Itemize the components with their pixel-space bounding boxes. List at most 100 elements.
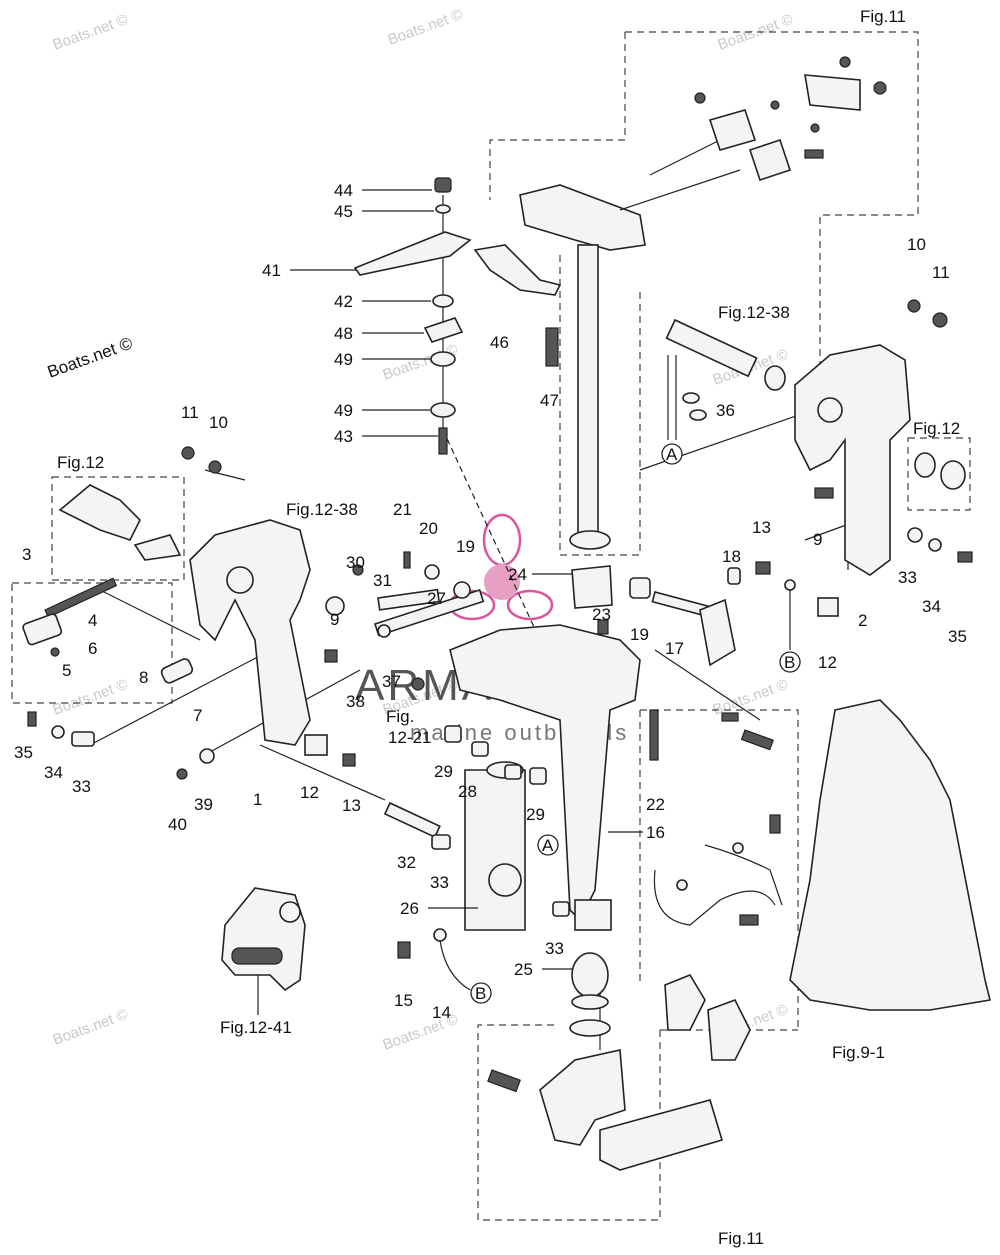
bushing-icon bbox=[552, 901, 570, 917]
bushing-icon bbox=[629, 577, 651, 599]
logo-hub-icon bbox=[484, 564, 520, 600]
clip-icon bbox=[597, 619, 609, 635]
part-number: 11 bbox=[181, 403, 199, 422]
bolt-icon bbox=[739, 914, 759, 926]
part-number: 24 bbox=[508, 565, 527, 584]
part-number: 44 bbox=[334, 181, 353, 200]
washer-icon bbox=[432, 294, 454, 308]
washer-icon bbox=[928, 538, 942, 552]
logo-petal-icon bbox=[506, 589, 554, 621]
steering-arm bbox=[519, 184, 646, 251]
stud-icon bbox=[438, 427, 448, 455]
fig-ref: Fig.12-38 bbox=[718, 303, 790, 322]
part-number: 33 bbox=[898, 568, 917, 587]
washer-icon bbox=[907, 299, 921, 313]
rod-end bbox=[708, 109, 757, 151]
steering-arm-assembly bbox=[519, 56, 887, 546]
part-number: 19 bbox=[456, 537, 475, 556]
washer-icon bbox=[569, 1019, 611, 1037]
rubber-mount bbox=[707, 999, 751, 1061]
bolt-icon bbox=[814, 487, 834, 499]
part-number: 11 bbox=[932, 263, 950, 282]
part-number: 23 bbox=[592, 605, 611, 624]
left-clamp-bracket bbox=[22, 446, 356, 780]
screw-icon bbox=[50, 647, 60, 657]
swivel-bracket-assembly bbox=[352, 530, 741, 1037]
washer-icon bbox=[325, 596, 345, 616]
part-number: 49 bbox=[334, 401, 353, 420]
marker-b: B bbox=[784, 653, 795, 672]
watermark: Boats.net © bbox=[51, 676, 131, 719]
swivel-bracket bbox=[449, 624, 641, 922]
part-number: 45 bbox=[334, 202, 353, 221]
washer-icon bbox=[571, 994, 609, 1010]
part-number: 34 bbox=[922, 597, 941, 616]
part-number: 43 bbox=[334, 427, 353, 446]
marker-a: A bbox=[542, 836, 554, 855]
terminal-icon bbox=[433, 928, 447, 942]
part-number: 33 bbox=[430, 873, 449, 892]
bolt-icon bbox=[411, 677, 425, 691]
part-number: 33 bbox=[545, 939, 564, 958]
part-number: 28 bbox=[458, 782, 477, 801]
leader bbox=[259, 744, 386, 801]
part-number: 29 bbox=[526, 805, 545, 824]
fig-ref: Fig.12-41 bbox=[220, 1018, 292, 1037]
pin-icon bbox=[403, 551, 411, 569]
clip-icon bbox=[689, 409, 707, 421]
fig11-top-frame-left bbox=[489, 32, 626, 200]
bolt-icon bbox=[545, 327, 559, 367]
bolt-icon bbox=[324, 649, 338, 663]
bushing-icon bbox=[71, 731, 95, 747]
fig-ref: Fig.12-38 bbox=[286, 500, 358, 519]
washer-icon bbox=[51, 725, 65, 739]
part-number: 10 bbox=[209, 413, 228, 432]
plate-icon bbox=[423, 317, 464, 343]
ground-lead bbox=[439, 939, 471, 991]
bolt-icon bbox=[755, 561, 771, 575]
swivel-lower bbox=[574, 899, 612, 931]
part3-box bbox=[11, 582, 173, 704]
tie-rod bbox=[619, 169, 741, 211]
part-number: 16 bbox=[646, 823, 665, 842]
part-number: 12 bbox=[300, 783, 319, 802]
tilt-lever-stack bbox=[353, 177, 562, 455]
part-number: 26 bbox=[400, 899, 419, 918]
washer-icon bbox=[770, 100, 780, 110]
part-number: 20 bbox=[419, 519, 438, 538]
part-number: 9 bbox=[330, 610, 339, 629]
lower-unit-outline bbox=[653, 699, 991, 1061]
part-number: 14 bbox=[432, 1003, 451, 1022]
bolt-icon bbox=[397, 941, 411, 959]
part-number: 32 bbox=[397, 853, 416, 872]
boats-net-label: Boats.net © bbox=[45, 333, 136, 381]
shaft-icon bbox=[377, 588, 440, 611]
part-number: 38 bbox=[346, 692, 365, 711]
nut-icon bbox=[694, 92, 706, 104]
pin-icon bbox=[160, 658, 194, 684]
bolt-icon bbox=[487, 1069, 521, 1093]
fig-ref: Fig. bbox=[386, 707, 414, 726]
nut-icon bbox=[176, 768, 188, 780]
washer-icon bbox=[424, 564, 440, 580]
tilt-tube bbox=[665, 318, 758, 378]
plate-nut-icon bbox=[304, 734, 328, 756]
nut-icon bbox=[839, 56, 851, 68]
tie-rod bbox=[649, 139, 721, 176]
part-number: 30 bbox=[346, 553, 365, 572]
part-number: 47 bbox=[540, 391, 559, 410]
leader bbox=[99, 589, 201, 641]
part-labels: 44 45 41 42 48 49 49 43 46 47 10 11 36 9… bbox=[14, 181, 967, 1022]
tilt-lock-plate bbox=[699, 598, 736, 667]
connection-markers: A B A B bbox=[470, 443, 801, 1004]
right-clamp-bracket bbox=[665, 299, 973, 617]
washer-icon bbox=[199, 748, 215, 764]
part-number: 35 bbox=[948, 627, 967, 646]
washer-icon bbox=[430, 351, 456, 367]
terminals bbox=[667, 355, 796, 650]
bolt-icon bbox=[27, 711, 37, 727]
watermark: Boats.net © bbox=[711, 676, 791, 719]
part-number: 41 bbox=[262, 261, 281, 280]
leader bbox=[654, 649, 761, 721]
